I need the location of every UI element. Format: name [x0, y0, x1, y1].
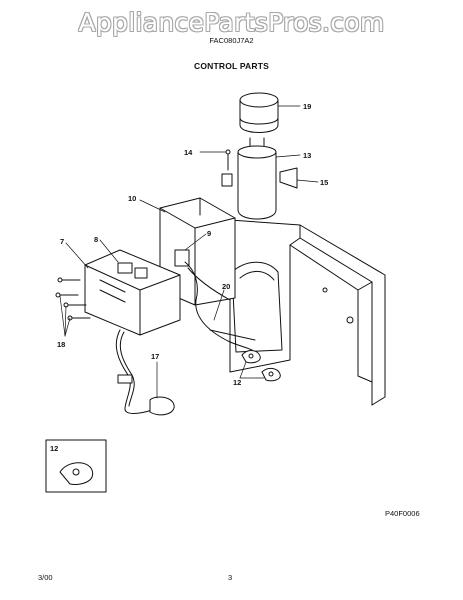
callout-14: 14	[184, 148, 193, 157]
callout-19: 19	[303, 102, 311, 111]
callout-13: 13	[303, 151, 311, 160]
callout-18: 18	[57, 340, 65, 349]
cord-clamps	[241, 350, 281, 382]
section-title: CONTROL PARTS	[193, 61, 269, 71]
control-housing	[84, 249, 181, 336]
capacitor-cover	[239, 92, 279, 133]
watermark-logo: AppliancePartsPros.com	[78, 8, 385, 37]
callout-17: 17	[151, 352, 159, 361]
callout-labels: 19 14 13 15 10 9 7 8 20 18 17 12 12	[50, 102, 328, 453]
capacitor	[237, 137, 277, 220]
callout-20: 20	[222, 282, 230, 291]
footer-date: 3/00	[38, 573, 53, 582]
screw-14	[225, 149, 231, 171]
callout-12: 12	[233, 378, 241, 387]
callout-9: 9	[207, 229, 211, 238]
inset-box	[45, 439, 107, 493]
callout-7: 7	[60, 237, 64, 246]
screws-18	[55, 277, 91, 321]
inset-callout-12: 12	[50, 444, 58, 453]
callout-10: 10	[128, 194, 136, 203]
fan-shroud	[231, 261, 283, 353]
bracket-left	[221, 173, 233, 187]
diagram-code: P40F0006	[385, 509, 420, 518]
model-number: FAC080J7A2	[209, 36, 254, 45]
callout-8: 8	[94, 235, 98, 244]
callout-15: 15	[320, 178, 328, 187]
capacitor-bracket	[279, 167, 298, 189]
leader-lines	[59, 105, 319, 399]
power-cord	[115, 329, 175, 416]
page-number: 3	[228, 573, 233, 582]
wire-harness	[184, 261, 256, 351]
